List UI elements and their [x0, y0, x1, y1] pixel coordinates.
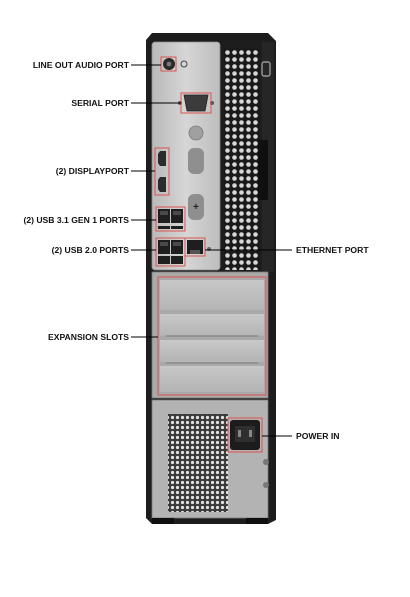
- power-inlet: [230, 420, 260, 450]
- round-cutout: [188, 125, 204, 141]
- callout-box-displayport: [154, 147, 170, 196]
- usb-2-0-ports: [158, 240, 183, 264]
- ports: +: [158, 58, 214, 264]
- leader-lines: [131, 64, 292, 437]
- label-expansion-slots: EXPANSION SLOTS: [48, 332, 129, 342]
- panel-knockout: [188, 148, 204, 174]
- expansion-slots: [160, 280, 264, 392]
- callout-box-expansion: [157, 276, 267, 396]
- thumb-screw-bottom: [263, 482, 269, 488]
- plus-knockout: [188, 194, 204, 220]
- latch-handle: [258, 140, 268, 200]
- line-out-audio-port: [163, 58, 188, 70]
- expansion-slot: [160, 340, 264, 362]
- callout-box-usb31: [155, 206, 186, 232]
- headphone-icon: [180, 60, 188, 68]
- callout-labels: LINE OUT AUDIO PORT SERIAL PORT (2) DISP…: [23, 60, 369, 441]
- expansion-slot: [160, 314, 264, 336]
- usb-3-1-ports: [158, 209, 183, 229]
- expansion-slot: [160, 366, 264, 392]
- label-ethernet-port: ETHERNET PORT: [296, 245, 369, 255]
- label-usb-2-0-ports: (2) USB 2.0 PORTS: [52, 245, 130, 255]
- label-displayport: (2) DISPLAYPORT: [56, 166, 130, 176]
- serial-port: [178, 94, 214, 112]
- callout-box-audio: [160, 56, 177, 72]
- chassis-foot-right: [246, 518, 268, 524]
- callout-box-ethernet: [184, 237, 206, 257]
- label-line-out-audio-port: LINE OUT AUDIO PORT: [33, 60, 130, 70]
- thumb-screw: [263, 459, 269, 465]
- label-power-in: POWER IN: [296, 431, 339, 441]
- hex-vent: [224, 48, 260, 270]
- expansion-slot: [160, 280, 264, 310]
- psu-mesh-vent: [168, 414, 228, 512]
- plus-icon: +: [193, 202, 199, 213]
- lock-loop: [261, 61, 271, 77]
- chassis-foot-left: [152, 518, 174, 524]
- label-usb-3-1-ports: (2) USB 3.1 GEN 1 PORTS: [23, 215, 129, 225]
- callout-box-power: [227, 417, 263, 453]
- label-serial-port: SERIAL PORT: [71, 98, 129, 108]
- callout-boxes: [154, 56, 267, 453]
- displayport-connectors: [158, 151, 166, 192]
